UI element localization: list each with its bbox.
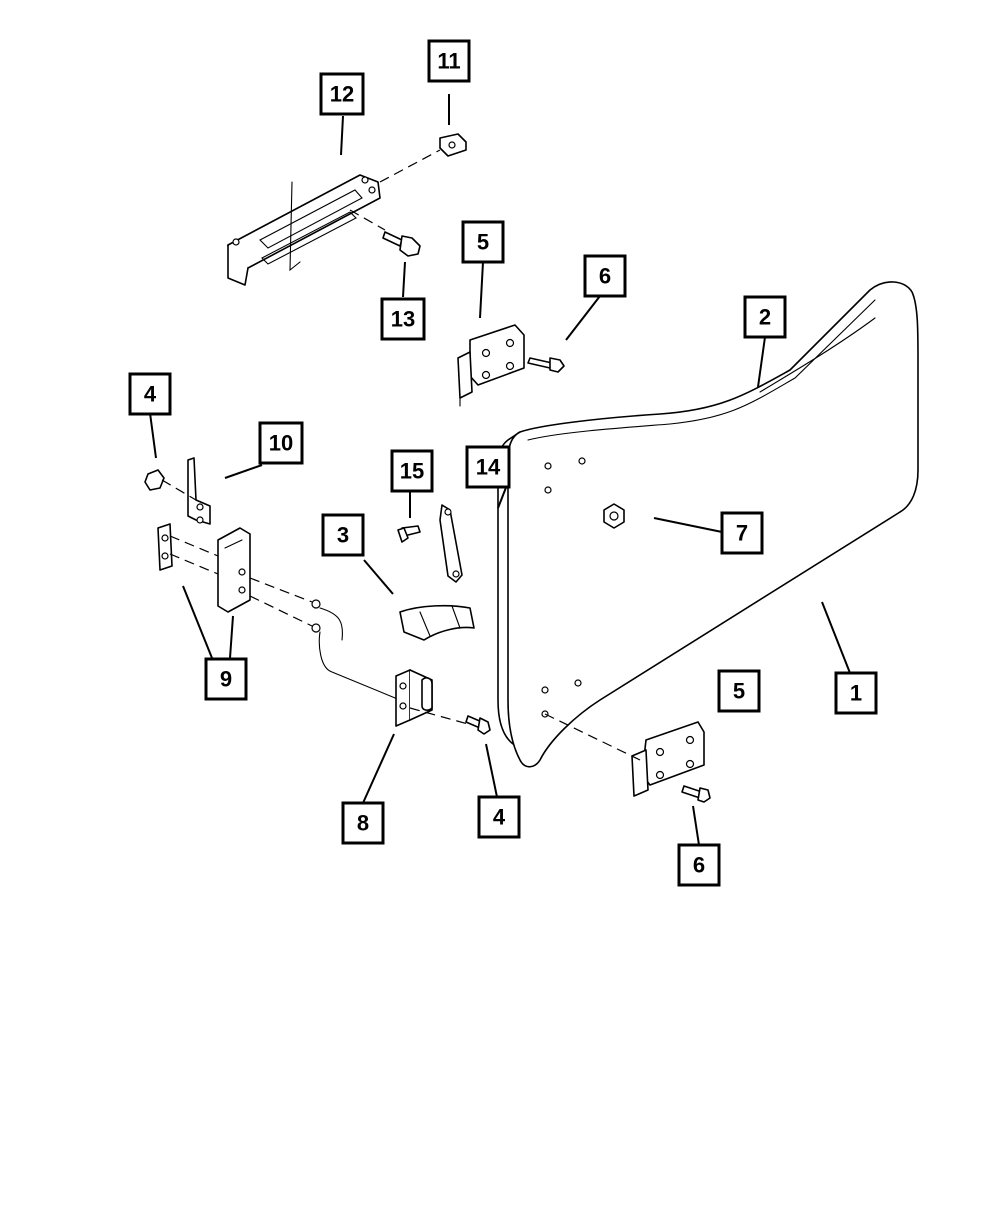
nut-part	[603, 503, 625, 529]
callout-11-label: 11	[437, 49, 460, 74]
hinge-assembly-9-part	[157, 523, 321, 633]
callout-6-lower-label: 6	[693, 853, 705, 878]
callout-4-upper: 4	[128, 372, 172, 416]
strap-cover-part	[399, 604, 475, 641]
check-strap-part	[397, 504, 463, 583]
callout-3-label: 3	[337, 523, 349, 548]
callout-5-lower: 5	[717, 669, 761, 713]
callout-4-upper-label: 4	[144, 382, 157, 407]
callout-6-upper-label: 6	[599, 264, 611, 289]
callout-3: 3	[321, 513, 365, 557]
callout-15: 15	[390, 449, 434, 493]
callout-10: 10	[258, 421, 304, 465]
callout-8: 8	[341, 801, 385, 845]
callout-9: 9	[204, 657, 248, 701]
callout-5-lower-label: 5	[733, 679, 745, 704]
callout-14: 14	[465, 445, 511, 489]
callout-12: 12	[319, 72, 365, 116]
callout-6-upper: 6	[583, 254, 627, 298]
callout-7-label: 7	[736, 521, 748, 546]
callout-8-label: 8	[357, 811, 369, 836]
bolt-4-upper-part	[144, 469, 197, 501]
screw-13-part	[349, 209, 421, 257]
callout-10-label: 10	[269, 431, 293, 456]
callout-13: 13	[380, 297, 426, 341]
upper-hinge-part	[457, 324, 565, 407]
door-panel	[497, 281, 919, 768]
hinge-8-part	[318, 607, 491, 735]
callout-1-label: 1	[850, 681, 862, 706]
callout-4-lower: 4	[477, 795, 521, 839]
callout-9-label: 9	[220, 667, 232, 692]
callout-11: 11	[427, 39, 471, 83]
lower-hinge-part	[544, 713, 711, 803]
hinge-half-10-part	[187, 457, 211, 525]
callout-12-label: 12	[330, 82, 354, 107]
callout-2: 2	[743, 295, 787, 339]
leader-lines	[149, 94, 851, 846]
callout-1: 1	[834, 671, 878, 715]
callout-15-label: 15	[400, 459, 424, 484]
cage-nut-part	[439, 133, 467, 157]
callout-7: 7	[720, 511, 764, 555]
callout-13-label: 13	[391, 307, 415, 332]
striker-bracket-part	[227, 149, 441, 286]
callout-4-lower-label: 4	[493, 805, 506, 830]
callout-14-label: 14	[476, 455, 501, 480]
callout-6-lower: 6	[677, 843, 721, 887]
callout-5-upper-label: 5	[477, 230, 489, 255]
callout-2-label: 2	[759, 305, 771, 330]
callout-5-upper: 5	[461, 220, 505, 264]
